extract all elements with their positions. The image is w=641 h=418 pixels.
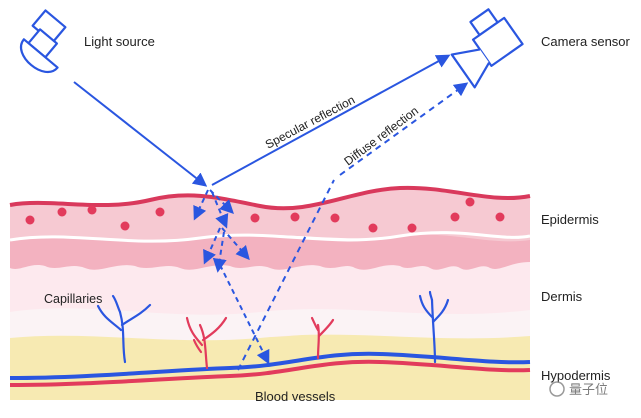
capillary-red-middle (310, 316, 335, 360)
blood-vessel-red (9, 359, 531, 387)
scattering-arrows (193, 189, 270, 365)
watermark: 量子位 (549, 381, 608, 397)
skin-layers (9, 185, 531, 400)
diffuse-path-upward (237, 179, 335, 371)
dermis-hypodermis-boundary (10, 308, 530, 341)
diffuse-reflection-label: Diffuse reflection (341, 104, 421, 169)
capillary-blue-left (96, 294, 152, 364)
diffuse-reflection-ray (339, 82, 469, 176)
camera-sensor-label: Camera sensor (541, 34, 631, 49)
capillary-blue-right (418, 290, 450, 364)
hypodermis-label: Hypodermis (541, 368, 611, 383)
capillaries-label: Capillaries (44, 292, 102, 306)
dermis-label: Dermis (541, 289, 583, 304)
watermark-text: 量子位 (569, 382, 608, 397)
light-source-label: Light source (84, 34, 155, 49)
epidermis-layer (10, 187, 530, 242)
watermark-icon (549, 381, 565, 397)
incident-light-ray (73, 81, 208, 187)
blood-vessel-blue (9, 351, 531, 380)
camera-icon (450, 8, 524, 89)
blood-vessels-label: Blood vessels (255, 389, 336, 404)
lamp-icon (20, 9, 67, 74)
epidermis-label: Epidermis (541, 212, 599, 227)
epidermis-surface (9, 185, 531, 211)
specular-reflection-label: Specular reflection (263, 93, 357, 152)
specular-reflection-ray (211, 54, 451, 186)
epidermis-lower-boundary (9, 231, 531, 243)
capillary-red-left (185, 316, 228, 370)
epidermis-cells (25, 197, 505, 233)
light-rays (73, 54, 469, 371)
